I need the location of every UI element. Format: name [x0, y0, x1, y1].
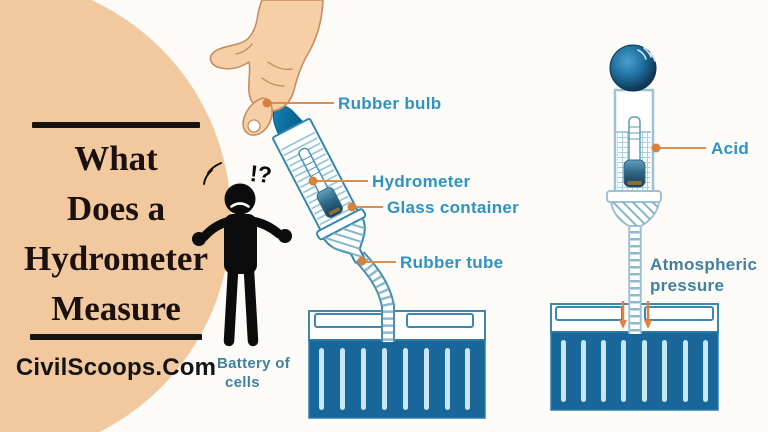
head	[224, 183, 256, 215]
battery-cells	[561, 340, 708, 402]
label-glass-container: Glass container	[387, 198, 520, 217]
frown	[230, 202, 250, 208]
battery-body	[308, 339, 486, 419]
motion-arcs	[203, 162, 222, 185]
left-arm	[199, 216, 235, 242]
battery-cap-left	[314, 313, 384, 328]
page-title-line-4: Measure	[51, 289, 181, 328]
page-title-line-2: Does a	[66, 189, 166, 228]
page-title-line-3: Hydrometer	[23, 239, 208, 278]
battery-cap-right	[644, 306, 714, 321]
site-name: CivilScoops.Com	[15, 354, 217, 381]
hydrometer-assembly-tilted	[272, 105, 367, 264]
right-hand	[278, 229, 292, 243]
battery-body	[550, 331, 719, 411]
battery-cap-right	[406, 313, 474, 328]
thumbnail	[247, 119, 261, 133]
hydrometer-assembly-vertical	[606, 44, 662, 227]
label-battery-line1: Battery of	[217, 355, 291, 372]
battery-cap-left	[555, 306, 623, 321]
sphere-highlight	[637, 47, 656, 62]
label-battery-line2: cells	[225, 374, 260, 391]
label-rubber-bulb: Rubber bulb	[338, 94, 442, 113]
inner-hydrometer-float	[623, 116, 646, 188]
exclamation-question-mark: !?	[248, 159, 274, 189]
title-divider-bottom	[30, 334, 202, 340]
label-atmospheric-pressure: Atmospheric pressure	[650, 254, 757, 296]
label-battery-of-cells: Battery of cells	[217, 356, 290, 390]
right-leg	[243, 265, 259, 347]
title-divider-top	[32, 122, 200, 128]
battery-of-cells-right	[550, 303, 719, 411]
label-hydrometer: Hydrometer	[372, 172, 471, 191]
label-atm-line2: pressure	[650, 276, 725, 295]
pressure-arrows	[619, 301, 652, 329]
label-rubber-tube: Rubber tube	[400, 253, 504, 272]
rubber-bulb-sphere	[609, 44, 657, 92]
inner-hydrometer-float	[298, 147, 343, 218]
leader-dots	[262, 98, 661, 266]
cylinder-bottom-rim	[606, 190, 662, 203]
rubber-bulb-shape	[272, 105, 306, 137]
battery-cells	[319, 348, 470, 410]
left-leg	[223, 265, 239, 347]
page-title-line-1: What	[74, 139, 158, 178]
label-atm-line1: Atmospheric	[650, 255, 758, 274]
hand-icon	[209, 0, 324, 136]
battery-of-cells-left	[308, 310, 486, 419]
label-acid: Acid	[711, 139, 750, 158]
torso	[224, 214, 257, 274]
confused-person-icon	[192, 162, 292, 347]
leader-lines	[269, 102, 706, 263]
right-arm	[247, 216, 284, 239]
left-hand	[192, 232, 206, 246]
title-block: What Does a Hydrometer Measure CivilScoo…	[0, 122, 232, 382]
